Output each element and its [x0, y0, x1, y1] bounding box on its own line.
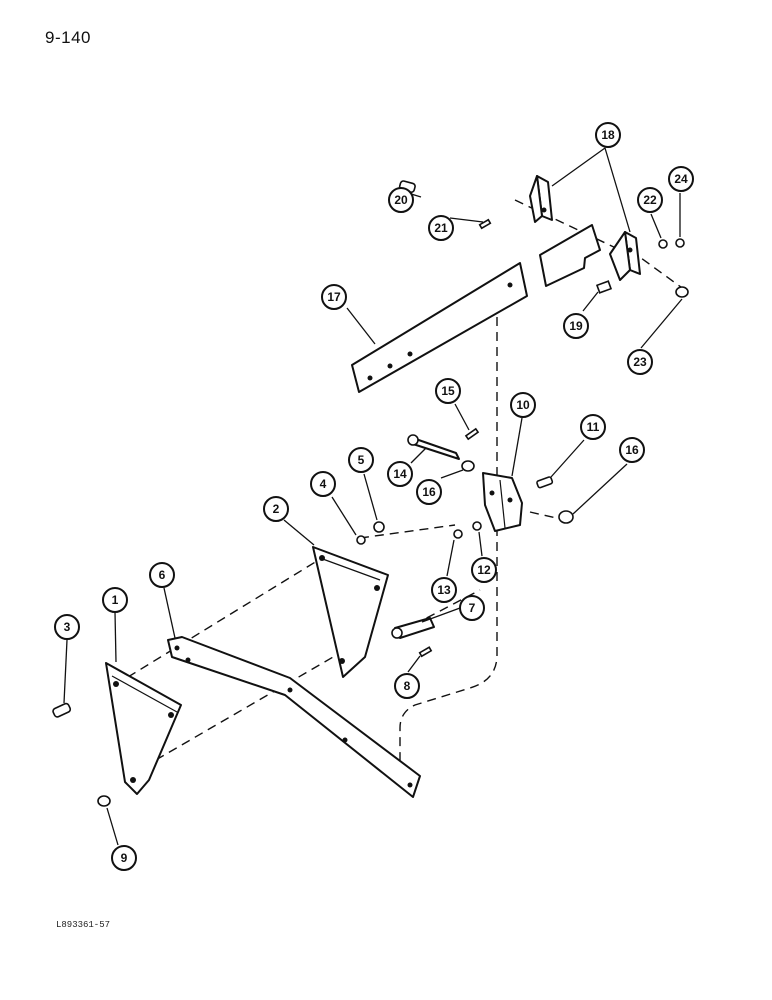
page-number: 9-140: [45, 28, 91, 47]
callout-label: 18: [601, 128, 615, 142]
callout: 8: [394, 673, 420, 699]
callout: 2: [263, 496, 289, 522]
callout: 15: [435, 378, 461, 404]
callout: 21: [428, 215, 454, 241]
callout-label: 11: [587, 420, 600, 434]
callout: 6: [149, 562, 175, 588]
callout: 23: [627, 349, 653, 375]
top-hardware: [398, 180, 689, 298]
callout: 19: [563, 313, 589, 339]
callout-label: 3: [64, 620, 71, 634]
callout: 12: [471, 557, 497, 583]
left-hardware: [52, 702, 111, 807]
callout: 3: [54, 614, 80, 640]
lower-middle-hardware: [391, 617, 435, 658]
callout-label: 15: [441, 384, 455, 398]
callout: 5: [348, 447, 374, 473]
part-24-nut: [675, 238, 685, 248]
bar-broken-end: [539, 224, 601, 287]
callout-label: 4: [320, 477, 327, 491]
callout-label: 24: [674, 172, 688, 186]
part-6-arm: [167, 636, 421, 798]
reference-code: L893361-57: [56, 920, 111, 930]
part-22-nut: [658, 239, 668, 249]
part-9-washer: [97, 795, 111, 807]
part-4-lockwasher: [356, 535, 366, 545]
callout-label: 1: [112, 593, 119, 607]
callout: 14: [387, 461, 413, 487]
part-13-nut: [453, 529, 463, 539]
middle-hardware: [356, 427, 574, 545]
callout: 7: [459, 595, 485, 621]
callout-label: 14: [393, 467, 407, 481]
callout: 22: [637, 187, 663, 213]
callout-label: 20: [394, 193, 408, 207]
part-18-bracket-right: [609, 231, 641, 281]
part-16-washer: [461, 460, 475, 472]
callout-label: 17: [327, 290, 341, 304]
part-15-cotter-pin: [464, 427, 480, 441]
callout: 4: [310, 471, 336, 497]
part-8-cotter-pin: [418, 646, 433, 658]
callout-label: 21: [434, 221, 448, 235]
callout-label: 7: [469, 601, 476, 615]
leader-lines: [63, 147, 683, 846]
part-16-washer-right: [558, 510, 574, 524]
part-23-washer: [675, 286, 689, 298]
part-19-bolt: [595, 280, 613, 294]
callout: 17: [321, 284, 347, 310]
callout: 20: [388, 187, 414, 213]
part-3-bolt: [52, 702, 72, 718]
callout-label: 8: [404, 679, 411, 693]
part-11-bolt: [536, 476, 554, 489]
callout-label: 16: [625, 443, 639, 457]
callout: 10: [510, 392, 536, 418]
callout: 24: [668, 166, 694, 192]
callout-label: 2: [273, 502, 280, 516]
callout: 13: [431, 577, 457, 603]
callout-label: 16: [422, 485, 436, 499]
part-12-lockwasher: [472, 521, 482, 531]
part-21-cotter-pin: [478, 218, 492, 230]
callout-label: 22: [643, 193, 657, 207]
callout-label: 10: [516, 398, 530, 412]
callout-label: 19: [569, 319, 583, 333]
part-18-bracket-left: [529, 175, 553, 223]
callout: 1: [102, 587, 128, 613]
callout: 9: [111, 845, 137, 871]
callout-label: 23: [633, 355, 647, 369]
callout-label: 9: [121, 851, 128, 865]
callout-label: 13: [437, 583, 451, 597]
callout-label: 6: [159, 568, 166, 582]
callout: 18: [595, 122, 621, 148]
callout: 16: [619, 437, 645, 463]
part-17-flat-bar: [351, 262, 528, 393]
part-1-gusset: [105, 662, 182, 795]
callout: 16: [416, 479, 442, 505]
callout-label: 12: [477, 563, 491, 577]
part-5-nut: [373, 521, 385, 533]
part-2-gusset: [312, 546, 389, 678]
callout: 11: [580, 414, 606, 440]
callout-label: 5: [358, 453, 365, 467]
